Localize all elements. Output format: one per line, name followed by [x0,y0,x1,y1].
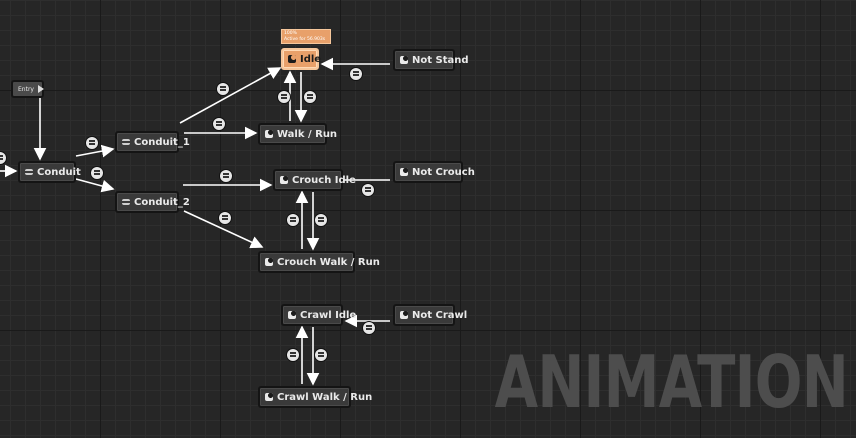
state-icon [400,168,408,176]
conduit-2-node[interactable]: Conduit_2 [115,191,190,213]
not-crawl-node[interactable]: Not Crawl [393,304,467,326]
play-icon [37,85,44,93]
idle-label: Idle [300,53,322,65]
transition-rule-icon[interactable] [213,118,225,130]
transition-rule-icon[interactable] [86,137,98,149]
conduit-1-node[interactable]: Conduit_1 [115,131,190,153]
transition-rule-icon[interactable] [315,214,327,226]
state-icon [400,56,408,64]
transition-rule-icon[interactable] [278,91,290,103]
transition-rule-icon[interactable] [287,214,299,226]
crawl-walk-run-label: Crawl Walk / Run [277,391,373,403]
conduit-node[interactable]: Conduit [18,161,81,183]
crouch-walk-run-label: Crouch Walk / Run [277,256,380,268]
tooltip-active-time: Active for 56.903s [284,37,326,42]
link-conduit-to-conduit2 [75,178,115,193]
state-icon [280,176,288,184]
tooltip-percent: 100% [284,31,297,36]
state-icon [265,130,273,138]
state-icon [288,311,296,319]
crouch-walk-run-state-node[interactable]: Crouch Walk / Run [258,251,380,273]
crouch-idle-state-node[interactable]: Crouch Idle [273,169,356,191]
not-stand-label: Not Stand [412,54,469,66]
state-icon [265,258,273,266]
transition-rule-icon[interactable] [220,170,232,182]
transition-rule-icon[interactable] [362,184,374,196]
entry-label: Entry [18,85,34,93]
crawl-walk-run-state-node[interactable]: Crawl Walk / Run [258,386,372,408]
transition-rule-icon[interactable] [363,322,375,334]
link-conduit-to-conduit1 [75,144,115,158]
walk-run-label: Walk / Run [277,128,338,140]
state-icon [288,55,296,63]
idle-state-node[interactable]: Idle [281,48,322,70]
crawl-idle-state-node[interactable]: Crawl Idle [281,304,356,326]
crouch-idle-label: Crouch Idle [292,174,356,186]
entry-node[interactable]: Entry [11,80,44,98]
state-icon [400,311,408,319]
link-conduit1-to-idle [179,67,282,124]
state-icon [265,393,273,401]
conduit-icon [122,139,130,145]
link-conduit2-to-crouchwalk [183,210,264,249]
transition-rule-icon[interactable] [304,91,316,103]
conduit-2-label: Conduit_2 [134,196,190,208]
conduit-icon [122,199,130,205]
transition-rule-icon[interactable] [350,68,362,80]
crawl-idle-label: Crawl Idle [300,309,357,321]
conduit-label: Conduit [37,166,81,178]
graph-type-watermark: ANIMATION [494,340,849,424]
transition-rule-icon[interactable] [91,167,103,179]
not-crouch-node[interactable]: Not Crouch [393,161,475,183]
transition-rule-icon[interactable] [219,212,231,224]
active-state-tooltip: 100% Active for 56.903s [281,29,331,44]
conduit-icon [25,169,33,175]
not-crawl-label: Not Crawl [412,309,468,321]
not-stand-node[interactable]: Not Stand [393,49,469,71]
transition-rule-icon[interactable] [0,152,6,164]
transition-rule-icon[interactable] [287,349,299,361]
conduit-1-label: Conduit_1 [134,136,190,148]
walk-run-state-node[interactable]: Walk / Run [258,123,337,145]
not-crouch-label: Not Crouch [412,166,475,178]
transition-rule-icon[interactable] [217,83,229,95]
transition-rule-icon[interactable] [315,349,327,361]
